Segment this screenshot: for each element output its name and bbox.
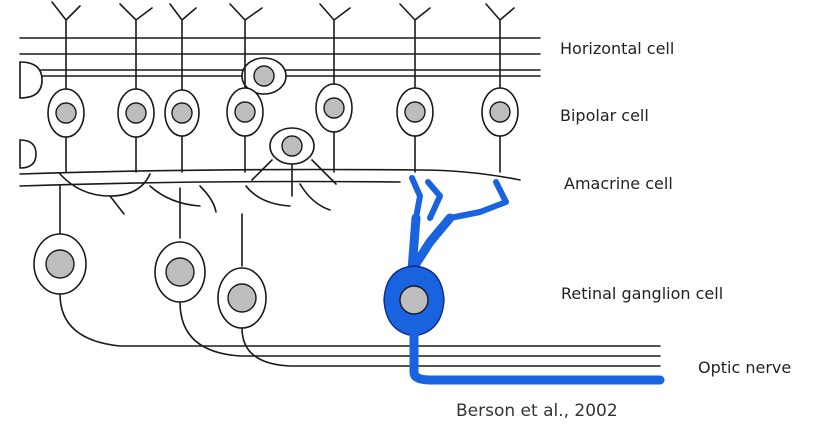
label-bipolar-cell: Bipolar cell xyxy=(560,106,649,125)
amacrine-cell xyxy=(252,128,336,196)
inner-plexiform-layer xyxy=(20,170,520,215)
highlighted-ganglion-cell xyxy=(384,178,660,380)
label-amacrine-cell: Amacrine cell xyxy=(564,174,673,193)
label-retinal-ganglion-cell: Retinal ganglion cell xyxy=(561,284,723,303)
label-horizontal-cell: Horizontal cell xyxy=(560,39,674,58)
citation: Berson et al., 2002 xyxy=(456,401,618,421)
label-optic-nerve: Optic nerve xyxy=(698,358,791,377)
horizontal-cell xyxy=(20,38,540,98)
ganglion-cells xyxy=(34,186,660,366)
